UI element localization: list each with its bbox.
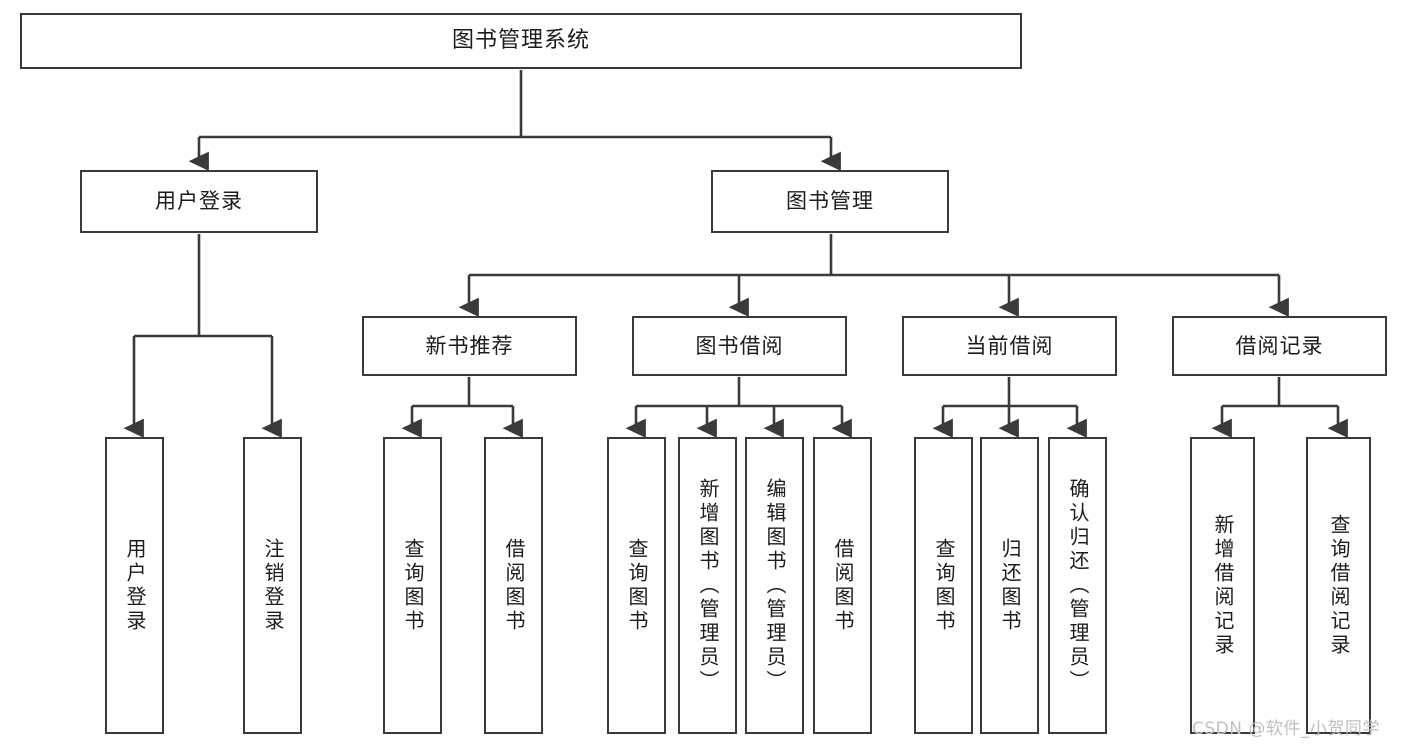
node-leaf-borrow-book-1[interactable]: 借阅图书 <box>484 437 543 734</box>
node-book-manage[interactable]: 图书管理 <box>711 170 949 233</box>
node-book-borrow[interactable]: 图书借阅 <box>632 316 847 376</box>
node-label: 编辑图书（管理员） <box>763 477 787 694</box>
node-leaf-user-logout[interactable]: 注销登录 <box>243 437 302 734</box>
node-label: 当前借阅 <box>965 333 1054 358</box>
node-label: 新增图书（管理员） <box>696 477 720 694</box>
node-leaf-query-book-3[interactable]: 查询图书 <box>914 437 973 734</box>
node-leaf-borrow-book-2[interactable]: 借阅图书 <box>813 437 872 734</box>
node-label: 用户登录 <box>155 189 243 214</box>
node-leaf-query-book-2[interactable]: 查询图书 <box>607 437 666 734</box>
node-label: 图书管理系统 <box>451 28 590 54</box>
node-borrow-record[interactable]: 借阅记录 <box>1172 316 1387 376</box>
node-leaf-return-book[interactable]: 归还图书 <box>980 437 1039 734</box>
node-label: 确认归还（管理员） <box>1066 477 1090 694</box>
node-label: 查询图书 <box>932 537 956 634</box>
node-leaf-query-record[interactable]: 查询借阅记录 <box>1306 437 1371 734</box>
node-label: 借阅图书 <box>831 537 855 634</box>
node-leaf-add-record[interactable]: 新增借阅记录 <box>1190 437 1255 734</box>
node-label: 用户登录 <box>123 537 147 634</box>
node-label: 借阅记录 <box>1235 333 1324 358</box>
node-new-book-recommend[interactable]: 新书推荐 <box>362 316 577 376</box>
node-leaf-query-book-1[interactable]: 查询图书 <box>383 437 442 734</box>
node-label: 查询图书 <box>401 537 425 634</box>
node-root-book-management-system[interactable]: 图书管理系统 <box>20 13 1022 69</box>
node-label: 新书推荐 <box>425 333 514 358</box>
node-label: 图书借阅 <box>695 333 784 358</box>
node-label: 图书管理 <box>786 189 874 214</box>
node-leaf-edit-book[interactable]: 编辑图书（管理员） <box>745 437 804 734</box>
node-label: 注销登录 <box>261 537 285 634</box>
node-label: 归还图书 <box>998 537 1022 634</box>
node-label: 借阅图书 <box>502 537 526 634</box>
node-label: 新增借阅记录 <box>1211 513 1235 658</box>
node-label: 查询借阅记录 <box>1327 513 1351 658</box>
node-leaf-confirm-return[interactable]: 确认归还（管理员） <box>1048 437 1107 734</box>
node-leaf-add-book[interactable]: 新增图书（管理员） <box>678 437 737 734</box>
node-leaf-user-login[interactable]: 用户登录 <box>105 437 164 734</box>
node-user-login[interactable]: 用户登录 <box>80 170 318 233</box>
node-current-borrow[interactable]: 当前借阅 <box>902 316 1117 376</box>
node-label: 查询图书 <box>625 537 649 634</box>
